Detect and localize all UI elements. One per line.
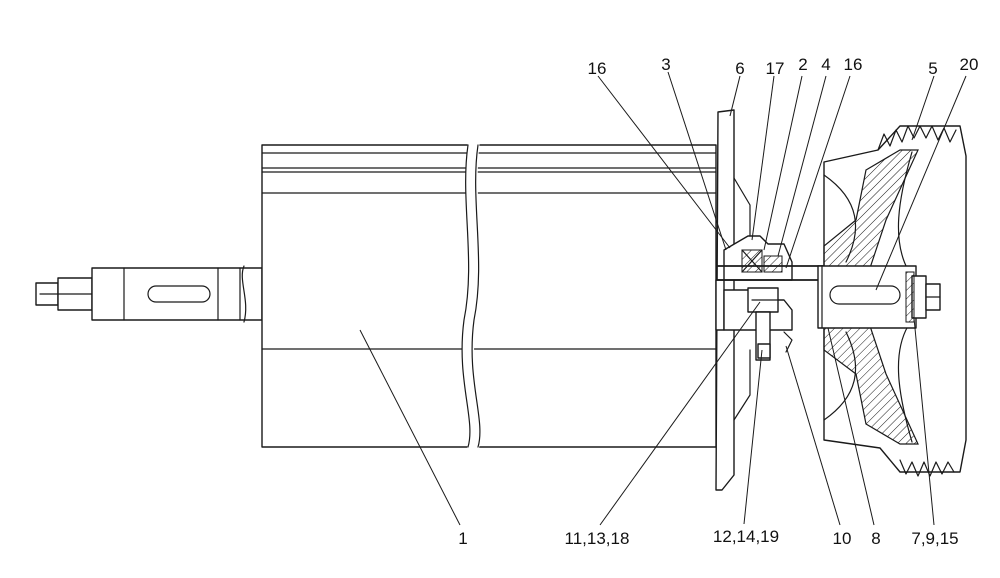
callout-8: 8 [871,529,880,548]
pulley [817,125,967,477]
callout-16a: 16 [588,59,607,78]
callout-17: 17 [766,59,785,78]
callout-6: 6 [735,59,744,78]
drum [261,140,717,452]
leader-11-13-18 [599,301,761,526]
leader-3 [667,71,727,251]
callout-7-9-15: 7,9,15 [911,529,958,548]
callout-11-13-18: 11,13,18 [565,529,630,548]
callout-4: 4 [821,55,830,74]
leader-lines [359,71,967,526]
callout-10: 10 [833,529,852,548]
leader-1 [359,329,461,526]
callout-16b: 16 [844,55,863,74]
callout-3: 3 [661,55,670,74]
leader-7-9-15 [913,317,935,526]
leader-20 [875,75,967,291]
leader-6 [729,75,741,117]
drive-shaft [716,265,830,281]
shaft [35,265,263,323]
callout-20: 20 [960,55,979,74]
callouts: 16 3 6 17 2 4 16 5 20 1 11,13,18 12,14,1… [458,55,978,548]
bearing-housing [723,235,793,361]
leader-16b [785,75,851,269]
callout-2: 2 [798,55,807,74]
leader-12-14-19 [743,349,763,525]
leader-4 [777,75,827,257]
callout-5: 5 [928,59,937,78]
leader-17 [751,75,775,241]
leader-8 [827,327,875,526]
leader-5 [911,75,935,141]
leader-10 [785,345,841,526]
leader-2 [763,75,803,251]
callout-1: 1 [458,529,467,548]
leader-16a [597,75,731,249]
callout-12-14-19: 12,14,19 [713,527,779,546]
